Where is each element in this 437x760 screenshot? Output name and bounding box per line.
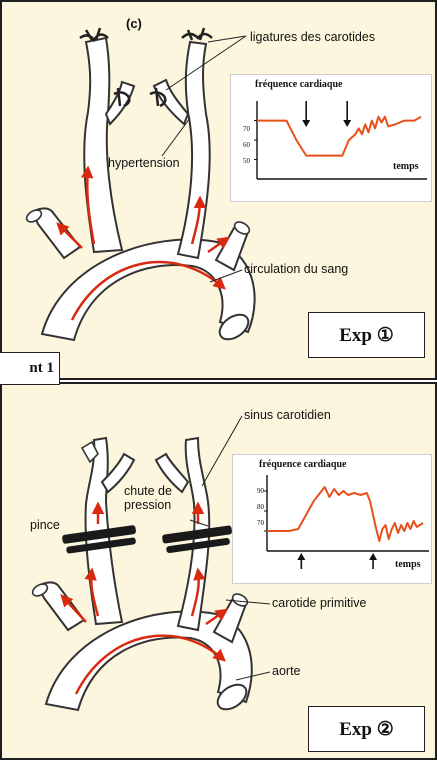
heart-rate-series-line	[267, 487, 423, 541]
circulation-label: circulation du sang	[244, 262, 348, 276]
document-label: nt 1	[0, 352, 60, 385]
stimulus-arrowhead-2	[343, 120, 351, 127]
panel-letter: (c)	[126, 16, 142, 31]
hypertension-label: hypertension	[108, 156, 180, 170]
heart-rate-graph-2: fréquence cardiaque 90 80 70 temps	[232, 454, 432, 584]
sinus-label: sinus carotidien	[244, 408, 331, 422]
stimulus-arrowhead-1	[302, 120, 310, 127]
pince-label: pince	[30, 518, 60, 532]
right-carotid	[178, 42, 210, 258]
carotide-label: carotide primitive	[272, 596, 366, 610]
experiment-1-panel: (c) ligatures des carotides hypertension…	[0, 0, 437, 380]
exp-1-label: Exp ①	[308, 312, 425, 358]
heart-rate-series-line	[257, 117, 421, 156]
graph-plot-2	[233, 455, 431, 583]
graph-plot-1	[231, 75, 431, 201]
heart-rate-graph-1: fréquence cardiaque 70 60 50 temps	[230, 74, 432, 202]
aorte-label: aorte	[272, 664, 301, 678]
chute-label: chute de pression	[124, 484, 172, 512]
exp-2-label: Exp ②	[308, 706, 425, 752]
stimulus-arrowhead-2	[369, 553, 377, 560]
ligatures-label: ligatures des carotides	[250, 30, 375, 44]
stimulus-arrowhead-1	[297, 553, 305, 560]
experiment-2-panel: sinus carotidien chute de pression pince…	[0, 382, 437, 760]
